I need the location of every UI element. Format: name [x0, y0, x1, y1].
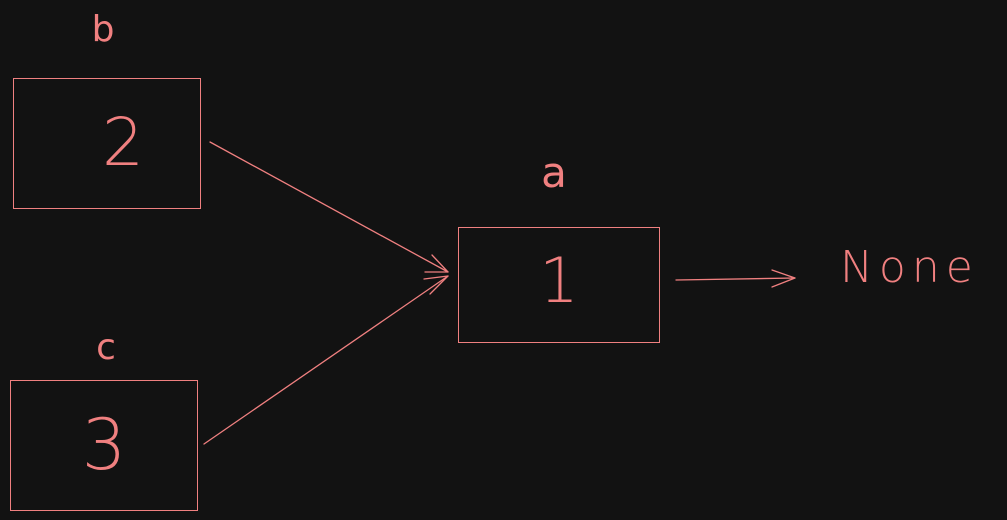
edge-a-to-none — [675, 277, 796, 281]
node-b-box — [13, 78, 201, 209]
edge-c-to-a-arrowhead — [423, 275, 449, 295]
edge-b-to-a-arrowhead — [424, 254, 449, 273]
node-a-name: a — [541, 148, 567, 197]
edge-b-to-a — [209, 141, 449, 273]
node-c-box — [10, 380, 198, 511]
node-a-box — [458, 227, 660, 343]
edge-c-to-a — [203, 275, 449, 445]
node-a-value: 1 — [539, 244, 579, 317]
node-c-name: c — [96, 327, 116, 368]
edge-a-to-none-arrowhead — [771, 269, 796, 288]
node-c-value: 3 — [81, 404, 127, 486]
node-b-name: b — [91, 9, 115, 50]
terminal-none-label: None — [840, 242, 979, 293]
node-b-value: 2 — [102, 104, 144, 181]
